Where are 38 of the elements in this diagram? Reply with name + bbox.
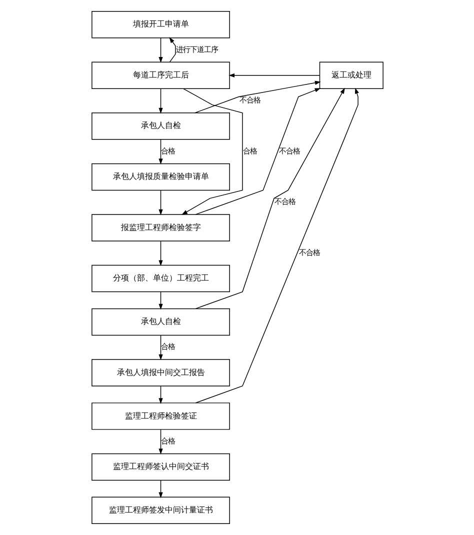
node-box: 报监理工程师检验签字 — [91, 214, 230, 242]
arrow — [158, 240, 162, 266]
node-box: 每道工序完工后 — [91, 62, 230, 89]
node-box: 监理工程师检验签证 — [91, 402, 230, 430]
arrow — [228, 73, 320, 78]
arrow — [194, 88, 344, 310]
node-box: 分项（部、单位）工程完工 — [91, 264, 230, 292]
edge-label: 不合格 — [298, 248, 320, 257]
arrow — [194, 88, 320, 215]
arrow — [158, 429, 162, 455]
arrow — [158, 88, 162, 114]
arrow — [158, 480, 162, 498]
node-box: 承包人填报质量检验申请单 — [91, 163, 230, 191]
edge-label: 合格 — [160, 436, 175, 446]
arrow — [194, 80, 320, 114]
arrow — [158, 38, 162, 63]
arrow — [158, 292, 162, 310]
edge-label: 合格 — [160, 146, 175, 156]
arrow — [158, 386, 162, 404]
edge-label: 进行下道工序 — [176, 44, 218, 54]
arrow — [168, 37, 176, 62]
node-box: 填报开工申请单 — [91, 10, 230, 38]
node-box: 承包人自检 — [91, 308, 230, 336]
arrow — [158, 335, 162, 360]
edge-label: 合格 — [160, 342, 175, 352]
arrow — [158, 139, 162, 165]
arrow — [181, 88, 242, 215]
node-box: 返工或处理 — [318, 62, 383, 89]
edge-label: 合格 — [242, 146, 256, 156]
node-box: 承包人自检 — [91, 112, 230, 140]
edge-label: 不合格 — [238, 96, 260, 105]
edge-label: 不合格 — [274, 197, 296, 206]
edge-label: 不合格 — [278, 146, 300, 156]
arrow — [158, 190, 162, 216]
arrow — [194, 88, 358, 404]
node-box: 承包人填报中间交工报告 — [91, 359, 230, 386]
node-box: 监理工程师签认中间交证书 — [91, 453, 230, 481]
node-box: 监理工程师签发中间计量证书 — [91, 496, 230, 524]
